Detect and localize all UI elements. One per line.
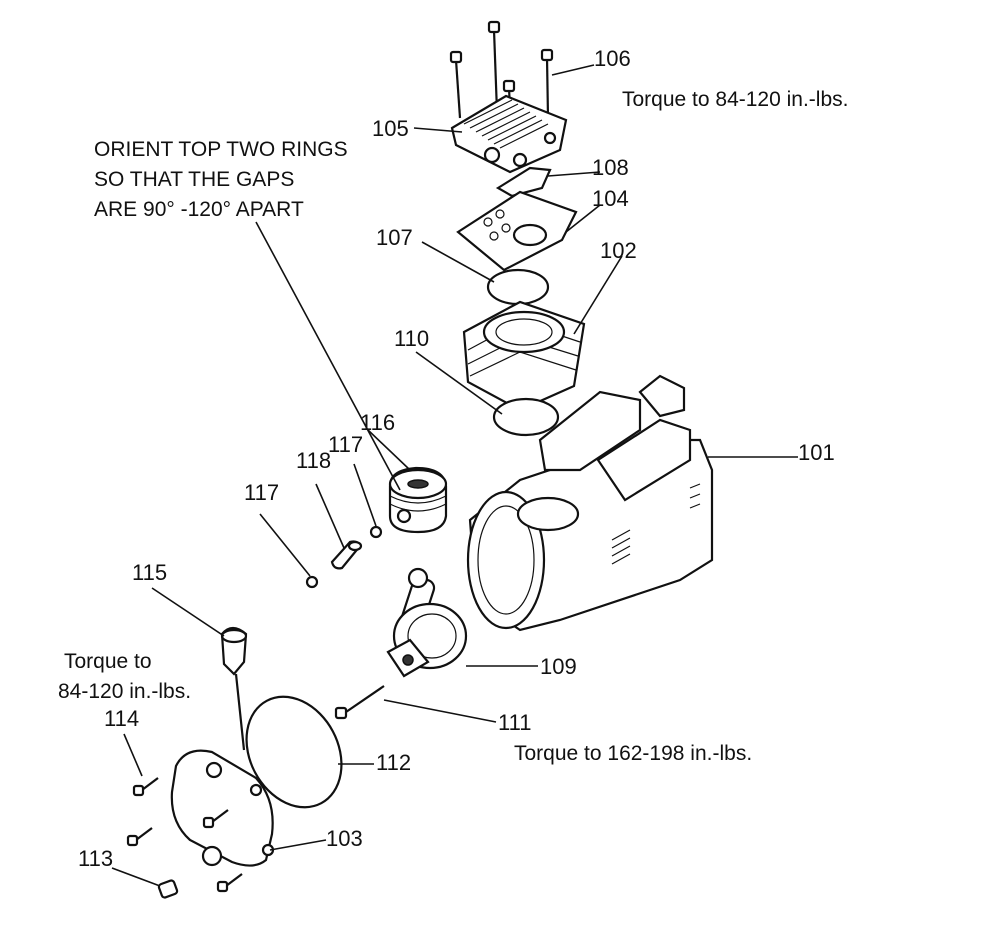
crank-bolt (334, 685, 385, 720)
cover-gasket (245, 695, 343, 809)
callout-105: 105 (372, 116, 409, 141)
callout-101: 101 (798, 440, 835, 465)
callout-116: 116 (360, 410, 395, 435)
motor-crankcase (466, 374, 714, 632)
valve-plate-gasket (486, 268, 550, 306)
callout-111: 111 (498, 710, 531, 735)
callout-114: 114 (104, 706, 139, 731)
callout-109: 109 (540, 654, 577, 679)
cylinder-gasket (492, 397, 560, 437)
callout-113: 113 (78, 846, 113, 871)
callout-104: 104 (592, 186, 629, 211)
crankcase-cover (170, 749, 275, 867)
callout-106: 106 (594, 46, 631, 71)
cover-torque-note-line-2: 84-120 in.-lbs. (58, 680, 191, 703)
wrist-pin-assembly (305, 525, 383, 589)
callout-117-lower: 117 (244, 480, 279, 505)
ring-orientation-note-line-2: SO THAT THE GAPS (94, 168, 294, 191)
callout-110: 110 (394, 326, 429, 351)
head-torque-note: Torque to 84-120 in.-lbs. (622, 88, 848, 111)
cover-torque-note-line-1: Torque to (64, 650, 152, 673)
callout-107: 107 (376, 225, 413, 250)
valve-plate (456, 190, 578, 272)
callout-102: 102 (600, 238, 637, 263)
piston (388, 466, 448, 534)
crank-bolt-torque-note: Torque to 162-198 in.-lbs. (514, 742, 752, 765)
callout-112: 112 (376, 750, 411, 775)
leader-lines (111, 64, 798, 887)
breather-tube (220, 626, 248, 751)
reed-valve (495, 166, 552, 198)
cover-bolts (126, 777, 243, 899)
callout-108: 108 (592, 155, 629, 180)
ring-orientation-note-line-1: ORIENT TOP TWO RINGS (94, 138, 348, 161)
callout-117-upper: 117 (328, 432, 363, 457)
callout-115: 115 (132, 560, 167, 585)
connecting-rod (386, 567, 468, 678)
ring-orientation-note-line-3: ARE 90° -120° APART (94, 198, 304, 221)
callout-103: 103 (326, 826, 363, 851)
cylinder (462, 300, 586, 412)
callout-118: 118 (296, 448, 331, 473)
cylinder-head (450, 94, 568, 174)
